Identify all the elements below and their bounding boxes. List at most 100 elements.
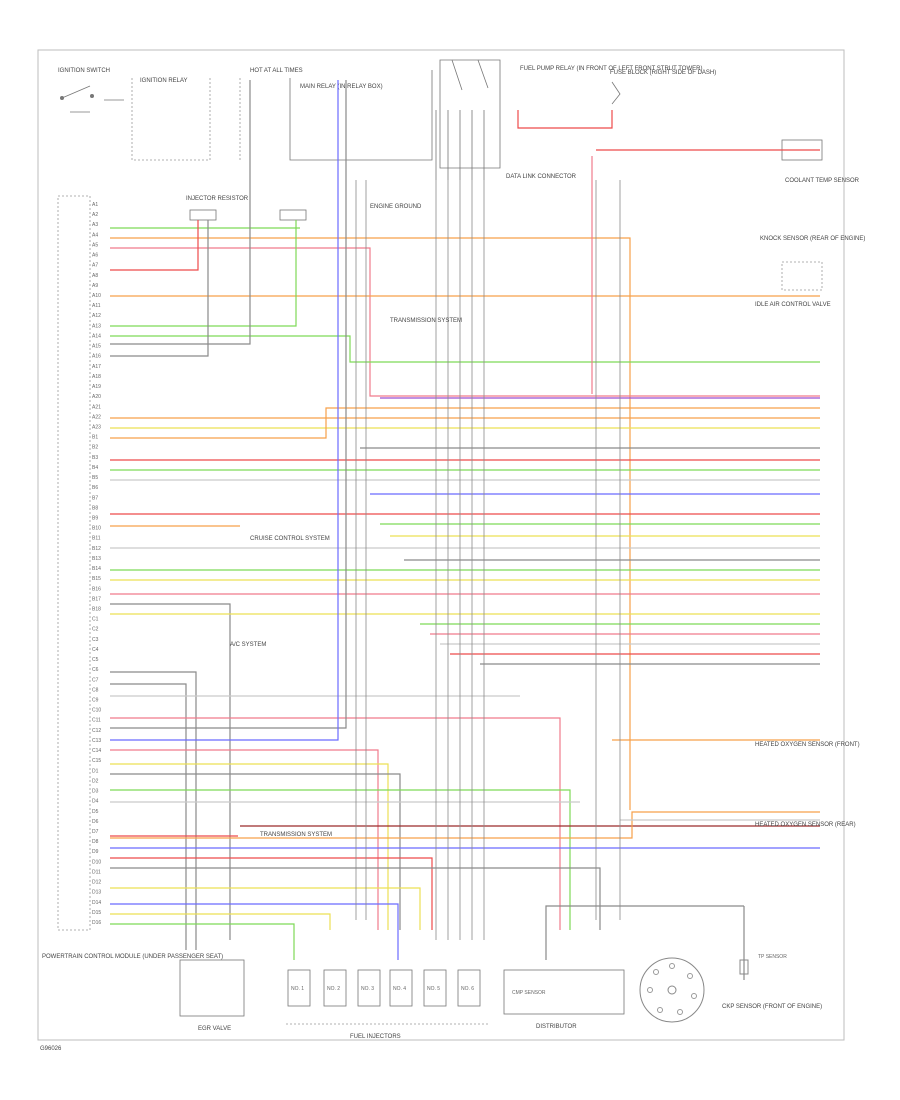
pcm-pin-label: C2: [92, 627, 99, 633]
mid-component-labels: TRANSMISSION SYSTEM CRUISE CONTROL SYSTE…: [230, 318, 462, 838]
wire-green: [110, 335, 820, 363]
pcm-pin-label: C5: [92, 657, 99, 663]
pcm-pin-label: A12: [92, 313, 101, 319]
wire-gray: [110, 80, 251, 345]
pcm-pin-label: C9: [92, 698, 99, 704]
wire-blue: [110, 903, 399, 960]
injector-name-5: NO. 5: [427, 986, 440, 992]
pcm-pin-label: A16: [92, 354, 101, 360]
injector-4: [389, 969, 413, 1007]
wire-red: [110, 220, 199, 271]
cmp-sensor-label: CMP SENSOR: [512, 990, 546, 996]
page-label: G96026: [40, 1046, 62, 1052]
ckp-sensor-label: CKP SENSOR (FRONT OF ENGINE): [722, 1004, 822, 1010]
wire-gray: [110, 80, 347, 729]
wire-gray: [110, 683, 187, 950]
wire-red: [110, 857, 433, 930]
pcm-pin-label: B10: [92, 526, 101, 532]
pcm-pin-label: B12: [92, 546, 101, 552]
pcm-pin-label: C7: [92, 677, 99, 683]
pcm-pin-label: B4: [92, 465, 98, 471]
pcm-pin-label: C10: [92, 708, 101, 714]
pcm-pin-label: D10: [92, 859, 101, 865]
pcm-pin-label: D9: [92, 849, 99, 855]
injector-3: [357, 969, 381, 1007]
connector-box-d: [781, 261, 823, 291]
injector-6: [457, 969, 481, 1007]
pcm-pin-label: B16: [92, 586, 101, 592]
distributor-label: DISTRIBUTOR: [536, 1024, 577, 1030]
pcm-label: POWERTRAIN CONTROL MODULE (UNDER PASSENG…: [42, 954, 223, 960]
wire-gray: [545, 905, 744, 960]
pcm-pin-label: D6: [92, 819, 99, 825]
connector-box-b: [279, 209, 307, 221]
injector-1: [287, 969, 311, 1007]
pcm-pin-label: A13: [92, 323, 101, 329]
pcm-pin-label: D7: [92, 829, 99, 835]
pcm-pin-label: B15: [92, 576, 101, 582]
wire-pink: [110, 749, 379, 930]
pcm-pin-label: C15: [92, 758, 101, 764]
pcm-pin-label: B2: [92, 445, 98, 451]
pcm-pin-label: B5: [92, 475, 98, 481]
pcm-pin-label: B18: [92, 607, 101, 613]
pcm-pin-label: B9: [92, 516, 98, 522]
injector-name-3: NO. 3: [361, 986, 374, 992]
fuel-pump-relay-label: FUEL PUMP RELAY (IN FRONT OF LEFT FRONT …: [520, 66, 702, 72]
injector-name-1: NO. 1: [291, 986, 304, 992]
pcm-pin-label: A23: [92, 425, 101, 431]
tp-sensor-label: TP SENSOR: [758, 954, 787, 960]
injector-name-2: NO. 2: [327, 986, 340, 992]
pcm-pin-label: A3: [92, 222, 98, 228]
pcm-pin-label: B8: [92, 505, 98, 511]
wire-green: [110, 220, 297, 327]
pcm-pin-label: A19: [92, 384, 101, 390]
ignition-switch-label: IGNITION SWITCH: [58, 68, 110, 74]
pcm-pin-label: A5: [92, 243, 98, 249]
ckp-sensor-wheel: [639, 957, 705, 1023]
pcm-pin-label: A18: [92, 374, 101, 380]
wire-yellow: [110, 913, 331, 930]
right-component-labels: COOLANT TEMP SENSOR KNOCK SENSOR (REAR O…: [755, 178, 865, 828]
wire-pink: [110, 717, 561, 930]
ac-system-label: A/C SYSTEM: [230, 642, 266, 648]
engine-ground-label: ENGINE GROUND: [370, 204, 422, 210]
wire-green: [110, 789, 571, 930]
wire-orange: [110, 407, 820, 439]
cruise-control-label: CRUISE CONTROL SYSTEM: [250, 536, 330, 542]
wire-yellow: [110, 887, 421, 930]
pcm-pin-label: D3: [92, 789, 99, 795]
pcm-pin-label: A17: [92, 364, 101, 370]
harness-wires: [110, 80, 820, 960]
pcm-pin-label: C14: [92, 748, 101, 754]
pcm-pin-label: A2: [92, 212, 98, 218]
pcm-pin-label: D12: [92, 880, 101, 886]
pcm-pin-label: C1: [92, 617, 99, 623]
wire-gray: [110, 867, 601, 930]
wire-blue: [110, 80, 339, 741]
pcm-pin-label: D16: [92, 920, 101, 926]
pcm-pin-label: C8: [92, 687, 99, 693]
injector-5: [423, 969, 447, 1007]
pcm-box: [57, 195, 91, 931]
pcm-pin-label: A20: [92, 394, 101, 400]
wire-gray: [110, 773, 401, 930]
pcm-pin-label: B14: [92, 566, 101, 572]
wire-gray: [110, 220, 209, 357]
wire-orange: [110, 237, 631, 810]
pcm-pin-label: A9: [92, 283, 98, 289]
pcm-pin-labels: A1A2A3A4A5A6A7A8A9A10A11A12A13A14A15A16A…: [92, 202, 101, 926]
pcm-pin-label: D1: [92, 768, 99, 774]
pcm-pin-label: A10: [92, 293, 101, 299]
coolant-temp-label: COOLANT TEMP SENSOR: [785, 178, 860, 184]
wire-yellow: [110, 763, 389, 930]
o2-front-label: HEATED OXYGEN SENSOR (FRONT): [755, 742, 860, 748]
o2-rear-label: HEATED OXYGEN SENSOR (REAR): [755, 822, 856, 828]
pcm-pin-label: A21: [92, 404, 101, 410]
egr-valve-label: EGR VALVE: [198, 1026, 231, 1032]
pcm-pin-label: D14: [92, 900, 101, 906]
knock-sensor-label: KNOCK SENSOR (REAR OF ENGINE): [760, 236, 865, 242]
wire-gray: [110, 671, 197, 950]
pcm-pin-label: D15: [92, 910, 101, 916]
